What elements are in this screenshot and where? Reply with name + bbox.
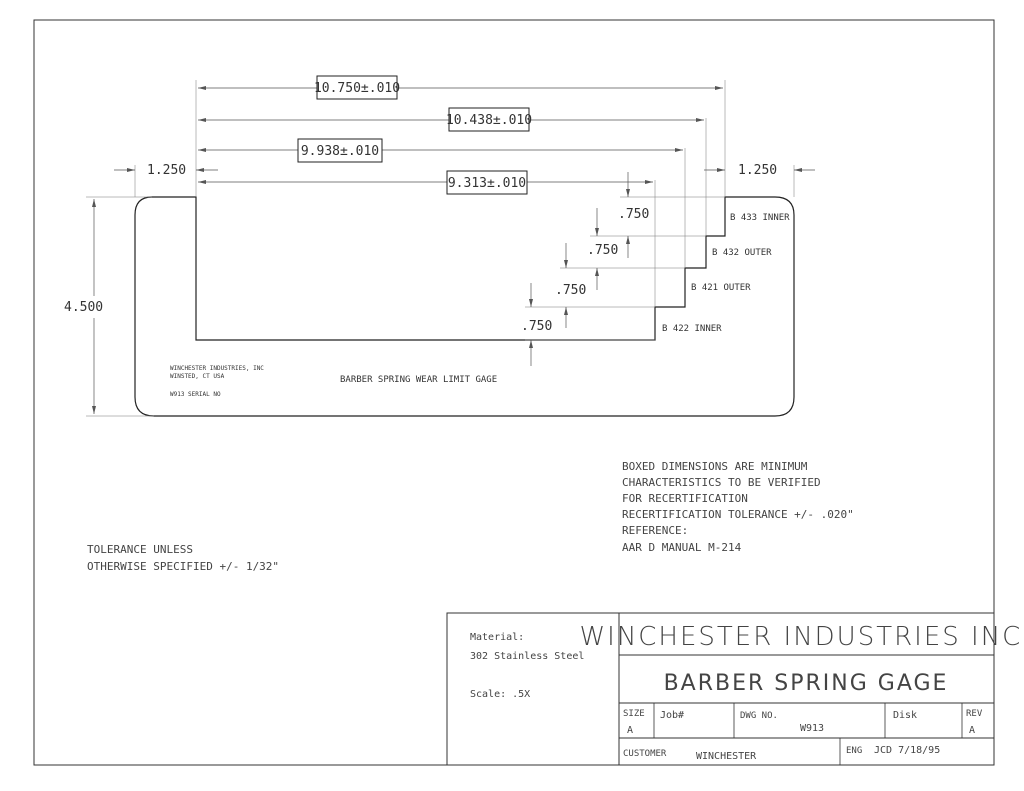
dim-height: 4.500 <box>64 300 103 315</box>
scale-text: Scale: .5X <box>470 689 530 700</box>
job-label: Job# <box>660 710 684 721</box>
dim-text-1: 10.750±.010 <box>314 81 400 96</box>
company-name: WINCHESTER INDUSTRIES INC. <box>579 622 1024 652</box>
step-label-4: B 422 INNER <box>662 324 722 334</box>
title-block <box>446 612 995 766</box>
dim-box-1 <box>316 75 398 100</box>
dim-box-3 <box>297 138 383 163</box>
dim-step-3: .750 <box>555 283 586 298</box>
rev-value: A <box>969 725 975 736</box>
size-label: SIZE <box>623 709 645 719</box>
step-label-2: B 432 OUTER <box>712 248 772 258</box>
maker-line-1: WINCHESTER INDUSTRIES, INC <box>170 365 264 372</box>
note-3: FOR RECERTIFICATION <box>622 492 748 505</box>
tolerance-2: OTHERWISE SPECIFIED +/- 1/32" <box>87 560 279 573</box>
note-4: RECERTIFICATION TOLERANCE +/- .020" <box>622 508 854 521</box>
note-5: REFERENCE: <box>622 524 688 537</box>
dwg-label: DWG NO. <box>740 711 778 721</box>
part-title: BARBER SPRING WEAR LIMIT GAGE <box>340 375 497 385</box>
dim-step-2: .750 <box>587 243 618 258</box>
customer-value: WINCHESTER <box>696 751 757 762</box>
tolerance-1: TOLERANCE UNLESS <box>87 543 193 556</box>
eng-value: JCD 7/18/95 <box>874 745 940 756</box>
step-label-3: B 421 OUTER <box>691 283 751 293</box>
note-2: CHARACTERISTICS TO BE VERIFIED <box>622 476 821 489</box>
dim-step-4: .750 <box>521 319 552 334</box>
dim-box-4 <box>446 170 528 195</box>
maker-line-2: WINSTED, CT USA <box>170 373 225 380</box>
material-value: 302 Stainless Steel <box>470 651 584 662</box>
customer-label: CUSTOMER <box>623 749 667 759</box>
dim-text-2: 10.438±.010 <box>446 113 532 128</box>
note-6: AAR D MANUAL M-214 <box>622 541 742 554</box>
dim-left-offset: 1.250 <box>147 163 186 178</box>
gage-outline <box>134 196 795 417</box>
dim-right-offset: 1.250 <box>738 163 777 178</box>
dim-text-3: 9.938±.010 <box>301 144 379 159</box>
step-leaders <box>525 172 725 366</box>
dim-step-1: .750 <box>618 207 649 222</box>
drawing-title: BARBER SPRING GAGE <box>664 671 949 696</box>
material-label: Material: <box>470 632 524 643</box>
step-label-1: B 433 INNER <box>730 213 790 223</box>
eng-label: ENG <box>846 746 862 756</box>
rev-label: REV <box>966 709 983 719</box>
dim-box-2 <box>448 107 530 132</box>
size-value: A <box>627 725 633 736</box>
disk-label: Disk <box>893 710 917 721</box>
dwg-value: W913 <box>800 723 824 734</box>
serial-line: W913 SERIAL NO <box>170 391 221 398</box>
note-1: BOXED DIMENSIONS ARE MINIMUM <box>622 460 808 473</box>
dim-text-4: 9.313±.010 <box>448 176 526 191</box>
arrowheads <box>127 86 802 184</box>
